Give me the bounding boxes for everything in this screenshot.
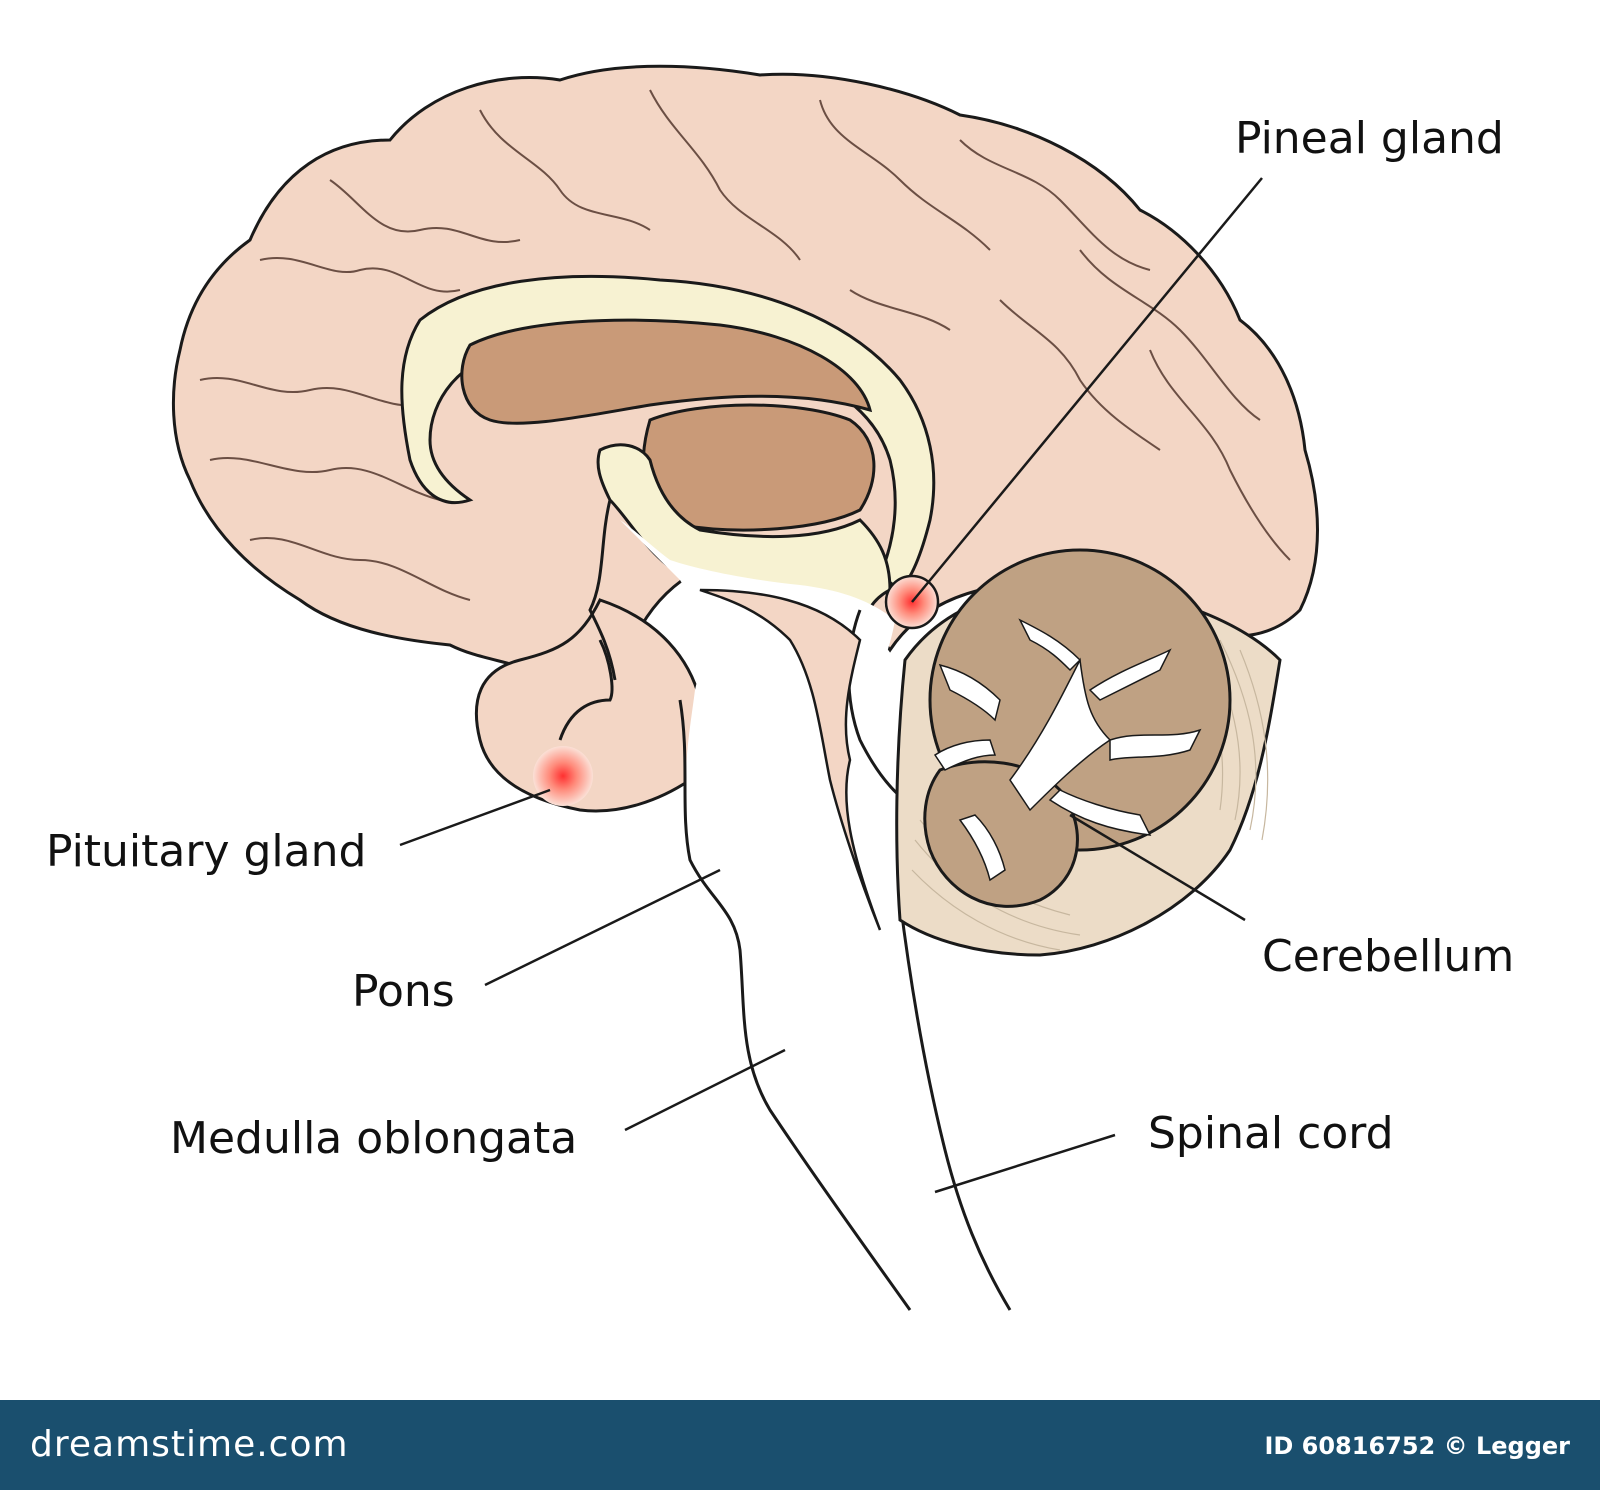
brain-diagram	[0, 0, 1600, 1400]
footer-bar: dreamstime.com ID 60816752 © Legger	[0, 1400, 1600, 1490]
label-pons: Pons	[352, 970, 455, 1014]
label-spinal-cord: Spinal cord	[1148, 1112, 1394, 1156]
thalamus	[643, 405, 874, 530]
pituitary-gland	[533, 746, 593, 806]
leader-line-pons	[485, 870, 720, 985]
leader-line-pituitary	[400, 790, 550, 845]
leader-line-spinal	[935, 1135, 1115, 1192]
label-pituitary-gland: Pituitary gland	[46, 830, 366, 874]
label-cerebellum: Cerebellum	[1262, 935, 1514, 979]
image-credit: ID 60816752 © Legger	[1264, 1432, 1570, 1460]
dreamstime-logo[interactable]: dreamstime.com	[30, 1424, 349, 1465]
label-pineal-gland: Pineal gland	[1235, 117, 1504, 161]
label-medulla-oblongata: Medulla oblongata	[170, 1117, 577, 1161]
